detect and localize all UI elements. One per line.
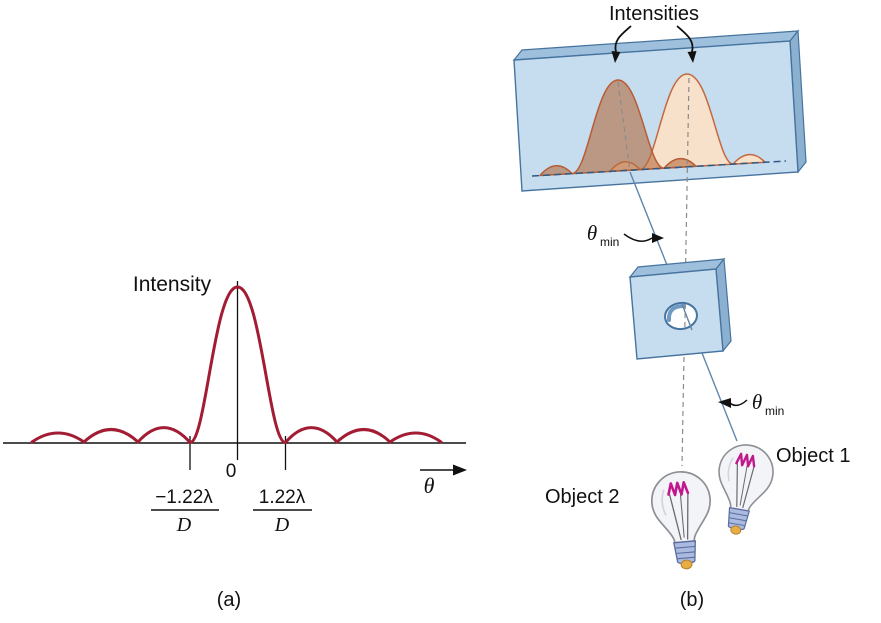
aperture-hole-inner-shadow <box>666 304 686 322</box>
ray-dashed-through-hole <box>684 303 686 331</box>
theta-axis-arrowhead <box>453 464 467 476</box>
right-fraction-denominator: D <box>274 514 290 536</box>
object2-label: Object 2 <box>545 486 619 508</box>
ray-object2-dashed <box>681 77 690 467</box>
left-peak-apex-dashed-line <box>617 81 631 172</box>
object1-label: Object 1 <box>776 445 850 467</box>
intensity-label: Intensity <box>133 273 212 296</box>
theta-min-lower: θ min <box>718 390 784 418</box>
left-fraction-denominator: D <box>176 514 192 536</box>
theta-min-upper-arrowhead <box>652 233 664 243</box>
panel-b: Intensities θ min θ min Object 1 Object … <box>512 3 850 611</box>
theta-min-lower-arrow <box>729 399 748 407</box>
theta-min-upper-symbol: θ <box>587 221 597 245</box>
intensities-arrowhead-right <box>687 51 697 63</box>
theta-min-upper: θ min <box>587 221 664 249</box>
theta-min-lower-subscript: min <box>765 404 784 418</box>
intensities-arrow-right <box>676 25 694 53</box>
screen-baseline-dashed <box>531 160 787 177</box>
zero-label: 0 <box>226 461 237 482</box>
panel-a: Intensity 0 −1.22λ D 1.22λ D θ (a) <box>3 273 467 611</box>
ray-solid-through-hole <box>681 303 693 331</box>
bulb-object-1 <box>707 439 779 540</box>
theta-label: θ <box>424 473 435 498</box>
theta-min-upper-subscript: min <box>600 235 619 249</box>
intensities-arrow-left <box>614 25 632 53</box>
left-fraction-numerator: −1.22λ <box>155 487 213 508</box>
aperture-plate <box>628 257 732 360</box>
caption-a: (a) <box>217 589 241 611</box>
theta-min-lower-arrowhead <box>718 398 731 408</box>
intensities-arrowhead-left <box>611 51 621 63</box>
diffraction-intensity-curve <box>30 285 443 444</box>
caption-b: (b) <box>680 589 704 611</box>
theta-min-lower-symbol: θ <box>752 390 762 414</box>
right-fraction-numerator: 1.22λ <box>259 487 306 508</box>
bulb-object-2 <box>648 468 718 573</box>
theta-min-upper-arrow <box>623 233 653 242</box>
intensity-peak-object1 <box>539 79 697 177</box>
intensities-label: Intensities <box>609 3 699 25</box>
